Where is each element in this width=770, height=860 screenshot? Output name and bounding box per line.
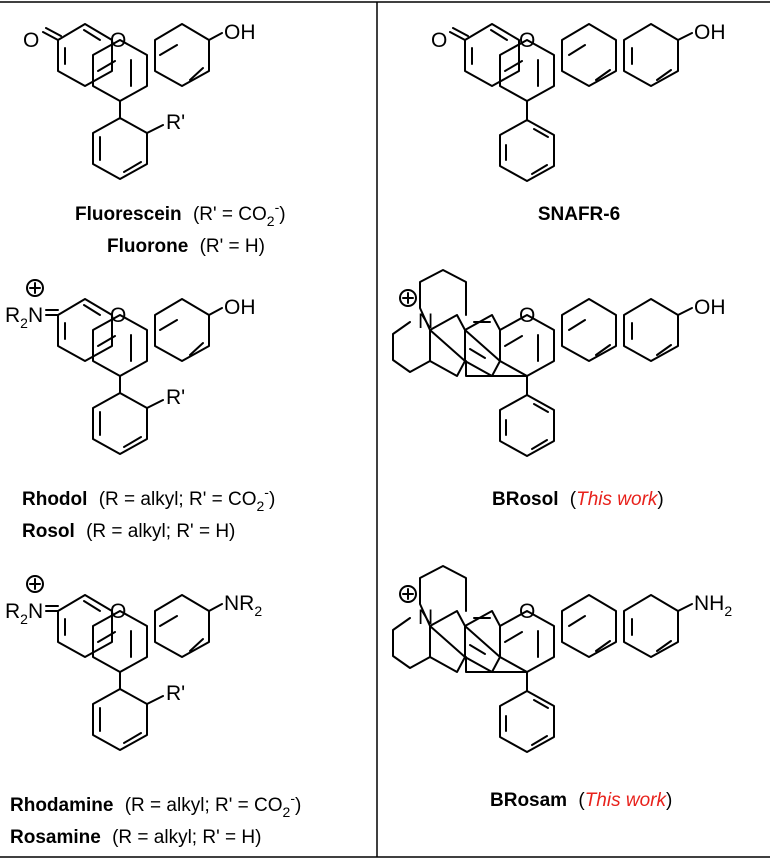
brosam-caption: BRosam (This work) xyxy=(490,790,672,811)
brosol-hydroxyl-label: OH xyxy=(694,296,726,319)
rhodol-hydroxyl-label: OH xyxy=(224,296,256,319)
snafr6-structure xyxy=(449,23,693,182)
rhodamine-structure xyxy=(26,575,223,751)
snafr-carbonyl-label: O xyxy=(431,29,447,52)
rhodamine-oxygen-label: O xyxy=(110,600,126,623)
rhodamine-amine-label: NR2 xyxy=(224,592,262,619)
brosol-caption: BRosol (This work) xyxy=(492,489,664,510)
brosam-amine-label: NH2 xyxy=(694,592,732,619)
brosol-structure xyxy=(392,269,693,457)
fluorone-caption: Fluorone (R' = H) xyxy=(107,236,265,257)
brosam-nitrogen-label: N xyxy=(418,606,433,629)
hydroxyl-label: OH xyxy=(224,21,256,44)
rhodamine-r-prime-label: R' xyxy=(166,682,185,705)
snafr-hydroxyl-label: OH xyxy=(694,21,726,44)
fluorescein-caption: Fluorescein (R' = CO2-) xyxy=(75,199,286,229)
carbonyl-oxygen-label: O xyxy=(23,29,39,52)
rhodol-caption: Rhodol (R = alkyl; R' = CO2-) xyxy=(22,484,275,514)
brosam-oxygen-label: O xyxy=(519,600,535,623)
brosam-structure xyxy=(392,565,693,753)
rosamine-caption: Rosamine (R = alkyl; R' = H) xyxy=(10,827,261,848)
r-prime-label: R' xyxy=(166,111,185,134)
rosol-caption: Rosol (R = alkyl; R' = H) xyxy=(22,521,235,542)
fluorescein-structure xyxy=(42,23,223,180)
rhodol-oxygen-label: O xyxy=(110,304,126,327)
rhodamine-iminium-label: R2N xyxy=(5,600,43,627)
rhodamine-caption: Rhodamine (R = alkyl; R' = CO2-) xyxy=(10,790,301,820)
rhodol-amine-label: R2N xyxy=(5,304,43,331)
snafr-oxygen-label: O xyxy=(519,29,535,52)
brosol-nitrogen-label: N xyxy=(418,310,433,333)
rhodol-r-prime-label: R' xyxy=(166,386,185,409)
brosol-oxygen-label: O xyxy=(519,304,535,327)
rhodol-structure xyxy=(26,279,223,455)
xanthene-oxygen-label: O xyxy=(110,29,126,52)
snafr6-caption: SNAFR-6 xyxy=(538,204,620,225)
